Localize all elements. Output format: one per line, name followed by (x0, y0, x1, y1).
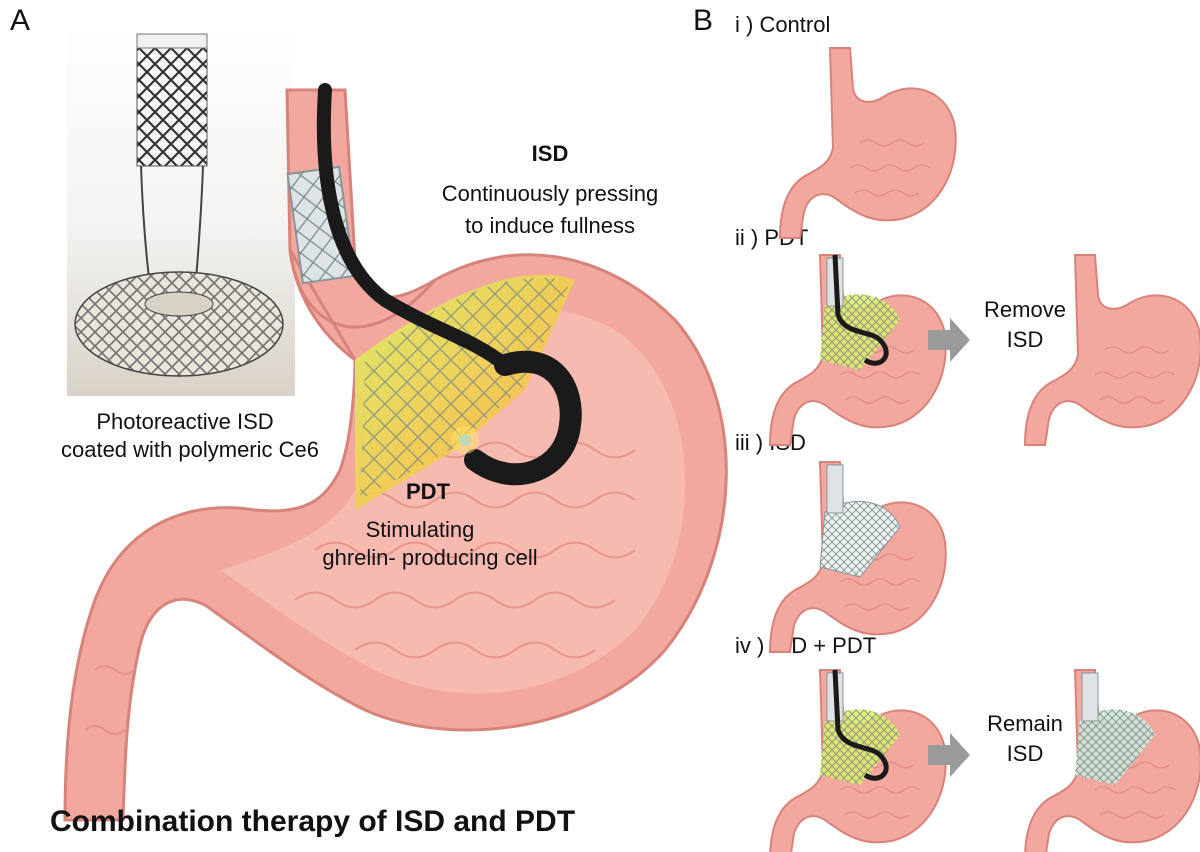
arrow-text-remain-2: ISD (1006, 741, 1044, 766)
arrow-remove (928, 318, 970, 362)
stomach-isd-pdt-after (1024, 669, 1200, 852)
stent-photo (67, 24, 295, 396)
isd-line1: Continuously pressing (441, 181, 659, 206)
bottom-title: Combination therapy of ISD and PDT (50, 805, 576, 838)
isd-line2: to induce fullness (465, 213, 635, 238)
photo-caption-line2: coated with polymeric Ce6 (60, 437, 319, 462)
pdt-title: PDT (406, 479, 450, 504)
stomach-illustration-large (63, 83, 728, 822)
stomach-isd (769, 461, 947, 653)
photo-caption-line1: Photoreactive ISD (96, 409, 274, 434)
label-isd-pdt: iv ) ISD + PDT (735, 633, 877, 658)
stomach-pdt (769, 254, 947, 446)
stent-illustration (74, 33, 284, 377)
stomach-isd-pdt (769, 669, 947, 852)
label-control: i ) Control (735, 12, 831, 37)
isd-title: ISD (531, 141, 569, 166)
panel-a-label: A (10, 4, 31, 37)
pdt-line2: ghrelin- producing cell (322, 545, 538, 570)
arrow-text-remain-1: Remain (987, 711, 1063, 736)
stomach-control (779, 47, 957, 239)
arrow-remain (928, 733, 970, 777)
arrow-text-remove-1: Remove (984, 297, 1066, 322)
panel-b-diagrams (769, 47, 1200, 852)
panel-b-label: B (693, 4, 714, 37)
pdt-line1: Stimulating (365, 517, 475, 542)
arrow-text-remove-2: ISD (1006, 327, 1044, 352)
